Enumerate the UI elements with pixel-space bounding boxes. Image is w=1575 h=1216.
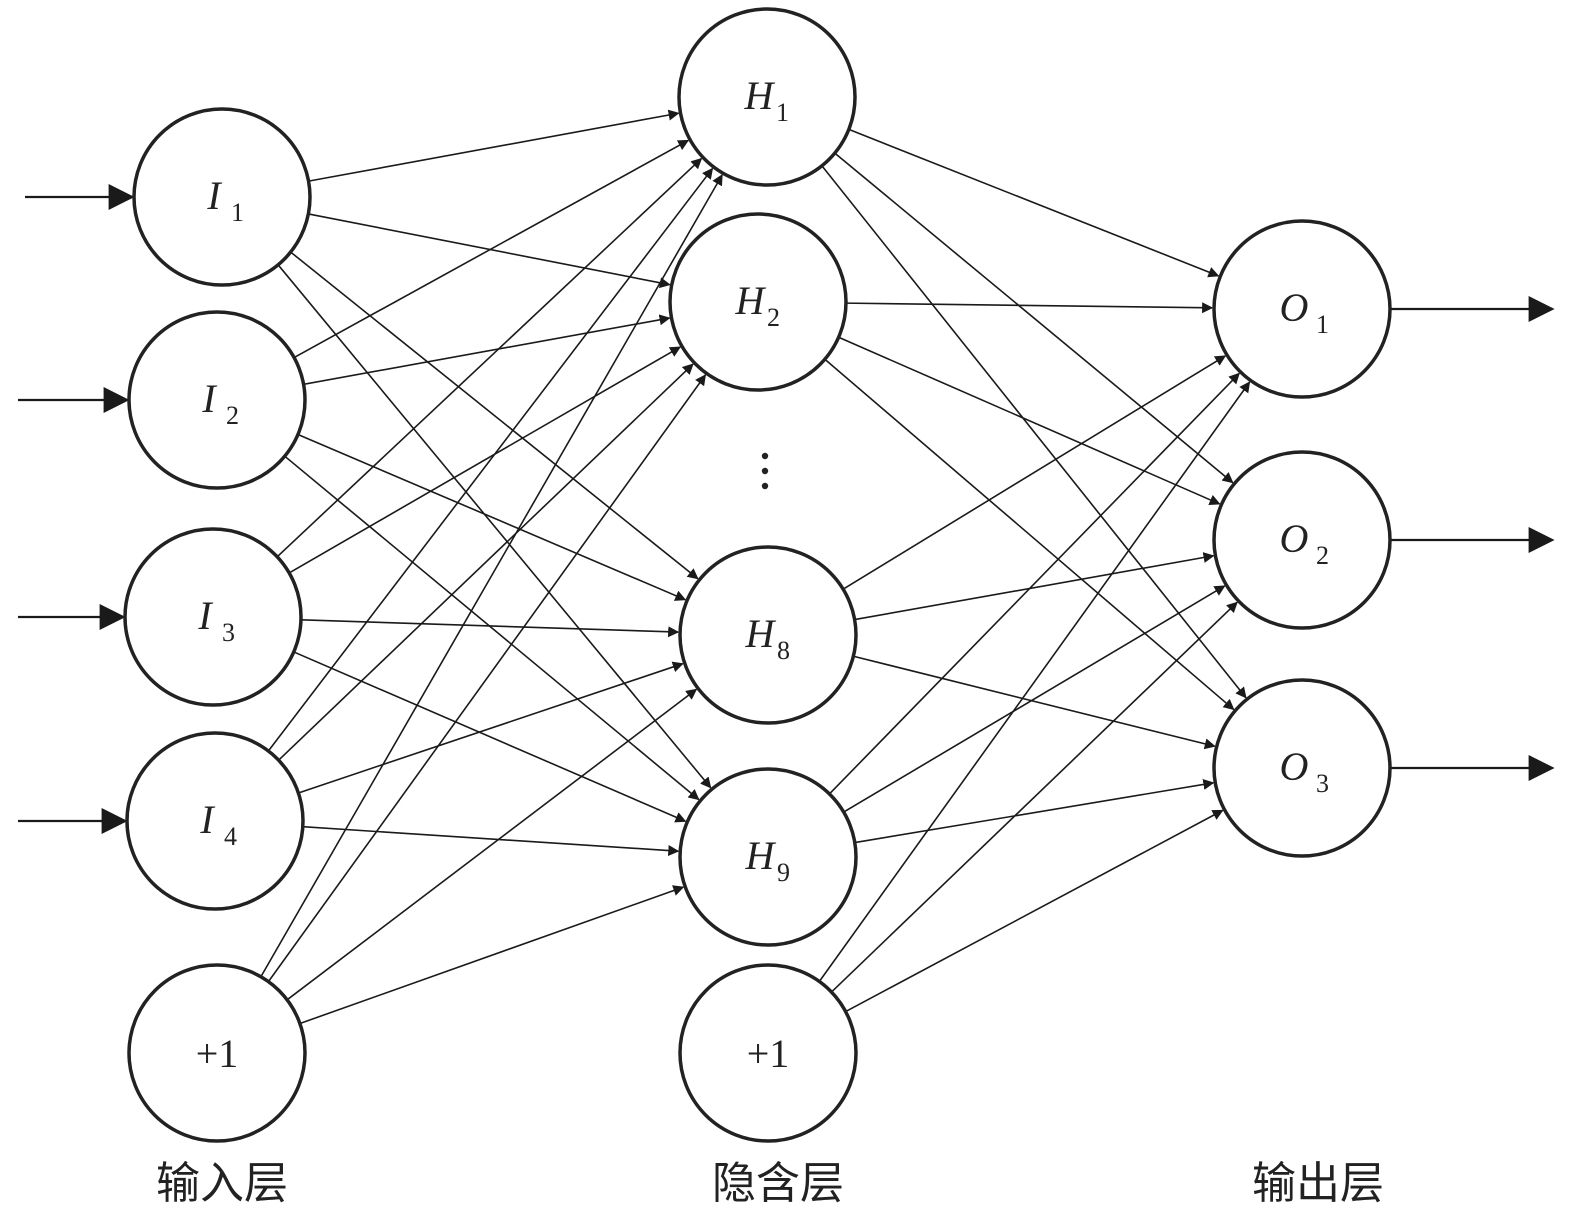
node-h8-label: H: [745, 611, 777, 656]
edge-input-0-to-hidden-3: [277, 264, 712, 789]
node-i1-subscript: 1: [231, 198, 244, 227]
node-i3-circle: [123, 527, 303, 707]
edge-hidden-0-to-output-1: [834, 152, 1234, 484]
node-i3-subscript: 3: [222, 618, 235, 647]
node-o3-subscript: 3: [1316, 769, 1329, 798]
edge-hidden-4-to-output-1: [830, 601, 1238, 993]
node-h9-circle: [678, 767, 858, 947]
edge-input-3-to-hidden-3: [302, 825, 680, 856]
edge-hidden-0-to-output-0: [848, 128, 1220, 278]
edge-input-0-to-hidden-0: [308, 109, 680, 182]
node-o2-subscript: 2: [1316, 541, 1329, 570]
edge-hidden-0-to-output-2: [821, 165, 1247, 699]
edge-input-1-to-hidden-1: [303, 314, 671, 386]
node-h2-circle: [668, 212, 848, 392]
node-o1-subscript: 1: [1316, 310, 1329, 339]
node-input-bias: +1: [127, 963, 307, 1143]
node-i4-circle: [125, 731, 305, 911]
io-arrows: [18, 184, 1555, 834]
node-i2-label: I: [201, 376, 217, 421]
hidden-layer-title: 隐含层: [712, 1158, 844, 1209]
node-h2-label: H: [735, 278, 767, 323]
node-o1-label: O: [1280, 285, 1309, 330]
node-h8-subscript: 8: [777, 636, 790, 665]
edge-input-3-to-hidden-1: [278, 363, 694, 761]
edge-hidden-4-to-output-2: [845, 809, 1224, 1013]
edge-input-1-to-hidden-3: [284, 455, 700, 801]
edge-hidden-3-to-output-0: [828, 372, 1240, 795]
edge-input-2-to-hidden-2: [300, 619, 680, 638]
node-i1-label: I: [206, 173, 222, 218]
node-input-bias-label: +1: [196, 1031, 239, 1076]
node-h1-label: H: [744, 73, 776, 118]
edge-input-2-to-hidden-3: [293, 651, 687, 823]
node-h1-circle: [677, 7, 857, 187]
node-i4-subscript: 4: [224, 822, 237, 851]
node-h2-subscript: 2: [767, 303, 780, 332]
output-layer-title: 输出层: [1252, 1158, 1384, 1209]
node-h8-circle: [678, 545, 858, 725]
node-input-bias-circle: [127, 963, 307, 1143]
node-i2-subscript: 2: [226, 401, 239, 430]
node-i3-label: I: [197, 593, 213, 638]
edge-input-1-to-hidden-2: [297, 433, 687, 601]
edge-input-0-to-hidden-2: [290, 251, 699, 580]
edge-input-4-to-hidden-1: [267, 374, 707, 983]
edge-hidden-2-to-output-0: [842, 355, 1227, 590]
edge-input-3-to-hidden-0: [267, 167, 714, 752]
edge-hidden-1-to-output-0: [845, 302, 1214, 314]
input-layer-title: 输入层: [156, 1158, 288, 1209]
node-i1-circle: [132, 107, 312, 287]
node-h9-label: H: [745, 833, 777, 878]
node-i2-circle: [127, 310, 307, 490]
edge-hidden-4-to-output-0: [818, 381, 1251, 982]
node-h1-subscript: 1: [776, 98, 789, 127]
edge-hidden-2-to-output-2: [853, 655, 1216, 750]
edge-input-1-to-hidden-0: [293, 139, 690, 359]
edge-hidden-3-to-output-1: [843, 585, 1226, 813]
node-o3-label: O: [1280, 744, 1309, 789]
node-o3-circle: [1212, 678, 1392, 858]
edge-input-4-to-hidden-2: [286, 688, 698, 1001]
node-hidden-bias: +1: [678, 963, 858, 1143]
edge-hidden-1-to-output-1: [838, 336, 1221, 505]
node-i4-label: I: [199, 797, 215, 842]
node-hidden-bias-label: +1: [747, 1031, 790, 1076]
node-o1-circle: [1212, 219, 1392, 399]
edge-input-4-to-hidden-3: [299, 885, 685, 1025]
node-h9-subscript: 9: [777, 858, 790, 887]
node-hidden-bias-circle: [678, 963, 858, 1143]
edge-input-2-to-hidden-0: [276, 157, 703, 558]
edge-hidden-3-to-output-2: [854, 778, 1215, 844]
node-o2-circle: [1212, 450, 1392, 630]
node-o2-label: O: [1280, 516, 1309, 561]
edge-input-2-to-hidden-1: [288, 346, 682, 574]
edge-hidden-2-to-output-1: [854, 552, 1215, 621]
hidden-ellipsis: [761, 452, 769, 490]
edge-input-3-to-hidden-2: [298, 661, 684, 794]
edge-input-4-to-hidden-0: [260, 174, 723, 978]
edge-hidden-1-to-output-2: [824, 358, 1235, 711]
connection-lines: [260, 109, 1251, 1025]
